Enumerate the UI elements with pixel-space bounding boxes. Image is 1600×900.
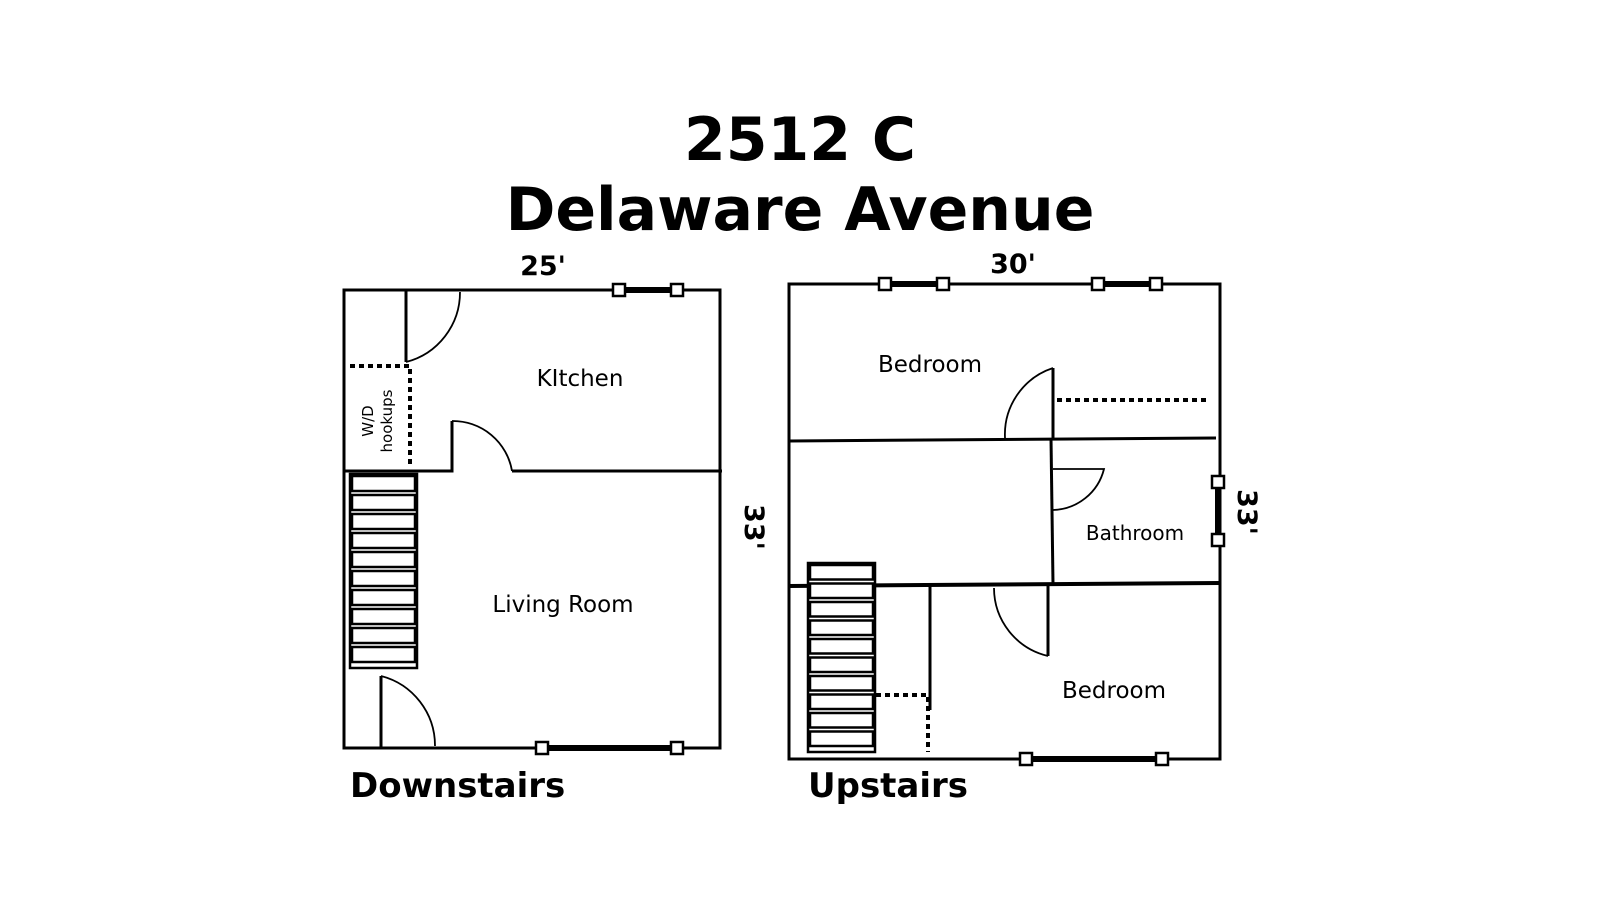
- stair-step: [808, 600, 875, 618]
- entry-door-swing: [380, 675, 436, 747]
- upstairs-floor-label: Upstairs: [808, 766, 968, 806]
- stair-step: [808, 711, 875, 729]
- downstairs-plan: 25' W/D hookups K: [342, 251, 769, 806]
- downstairs-bottom-window: [534, 740, 685, 756]
- upstairs-bathroom-window: [1210, 474, 1226, 548]
- stair-frame: [348, 472, 419, 670]
- stair-step: [350, 474, 417, 493]
- upstairs-plan: 30': [787, 249, 1262, 806]
- stair-step: [350, 493, 417, 512]
- stair-step: [350, 569, 417, 588]
- downstairs-outer-wall: [342, 288, 722, 750]
- laundry-label-line-1: W/D: [359, 405, 377, 436]
- upstairs-top-window-left: [877, 276, 951, 292]
- stair-step: [808, 674, 875, 692]
- laundry-door-swing: [405, 291, 461, 363]
- stair-step: [350, 607, 417, 626]
- stair-step: [350, 550, 417, 569]
- living-room-label: Living Room: [492, 592, 633, 618]
- stair-step: [808, 619, 875, 637]
- downstairs-floor-label: Downstairs: [350, 766, 565, 806]
- upstairs-top-window-right: [1090, 276, 1164, 292]
- bottom-bedroom-door-swing: [993, 587, 1049, 657]
- downstairs-staircase: [348, 472, 419, 670]
- stair-step: [350, 512, 417, 531]
- top-bedroom-door-swing: [1004, 367, 1054, 439]
- stair-step: [350, 531, 417, 550]
- stair-step: [350, 626, 417, 645]
- upstairs-staircase: [806, 561, 877, 754]
- stair-step: [350, 588, 417, 607]
- laundry-label-line-2: hookups: [378, 389, 396, 452]
- upstairs-bathroom-left-wall: [1049, 437, 1055, 585]
- upstairs-width-dimension: 30': [990, 249, 1036, 280]
- stair-step: [808, 637, 875, 655]
- bathroom-door-swing: [1052, 468, 1106, 511]
- stair-step: [350, 645, 417, 664]
- stair-step: [808, 656, 875, 674]
- upstairs-bottom-window: [1018, 751, 1170, 767]
- laundry-dotted-boundary: [350, 364, 412, 466]
- stair-step: [808, 582, 875, 600]
- upstairs-depth-dimension: 33': [1231, 489, 1262, 535]
- downstairs-depth-dimension: 33': [738, 504, 769, 550]
- kitchen-door-swing: [451, 420, 513, 472]
- bottom-bedroom-label: Bedroom: [1062, 678, 1166, 704]
- top-bedroom-label: Bedroom: [878, 352, 982, 378]
- upstairs-bedroom-top-wall: [788, 436, 1217, 443]
- stair-step: [808, 563, 875, 581]
- title-line-1: 2512 C: [684, 105, 916, 175]
- stair-step: [808, 730, 875, 748]
- stair-frame: [806, 561, 877, 754]
- kitchen-label: KItchen: [537, 366, 624, 392]
- title-line-2: Delaware Avenue: [506, 175, 1095, 245]
- bottom-bedroom-closet-dotted: [876, 693, 930, 752]
- kitchen-living-wall: [344, 421, 454, 473]
- bathroom-label: Bathroom: [1086, 521, 1184, 545]
- stair-step: [808, 693, 875, 711]
- downstairs-top-window: [611, 282, 685, 298]
- downstairs-width-dimension: 25': [520, 251, 566, 282]
